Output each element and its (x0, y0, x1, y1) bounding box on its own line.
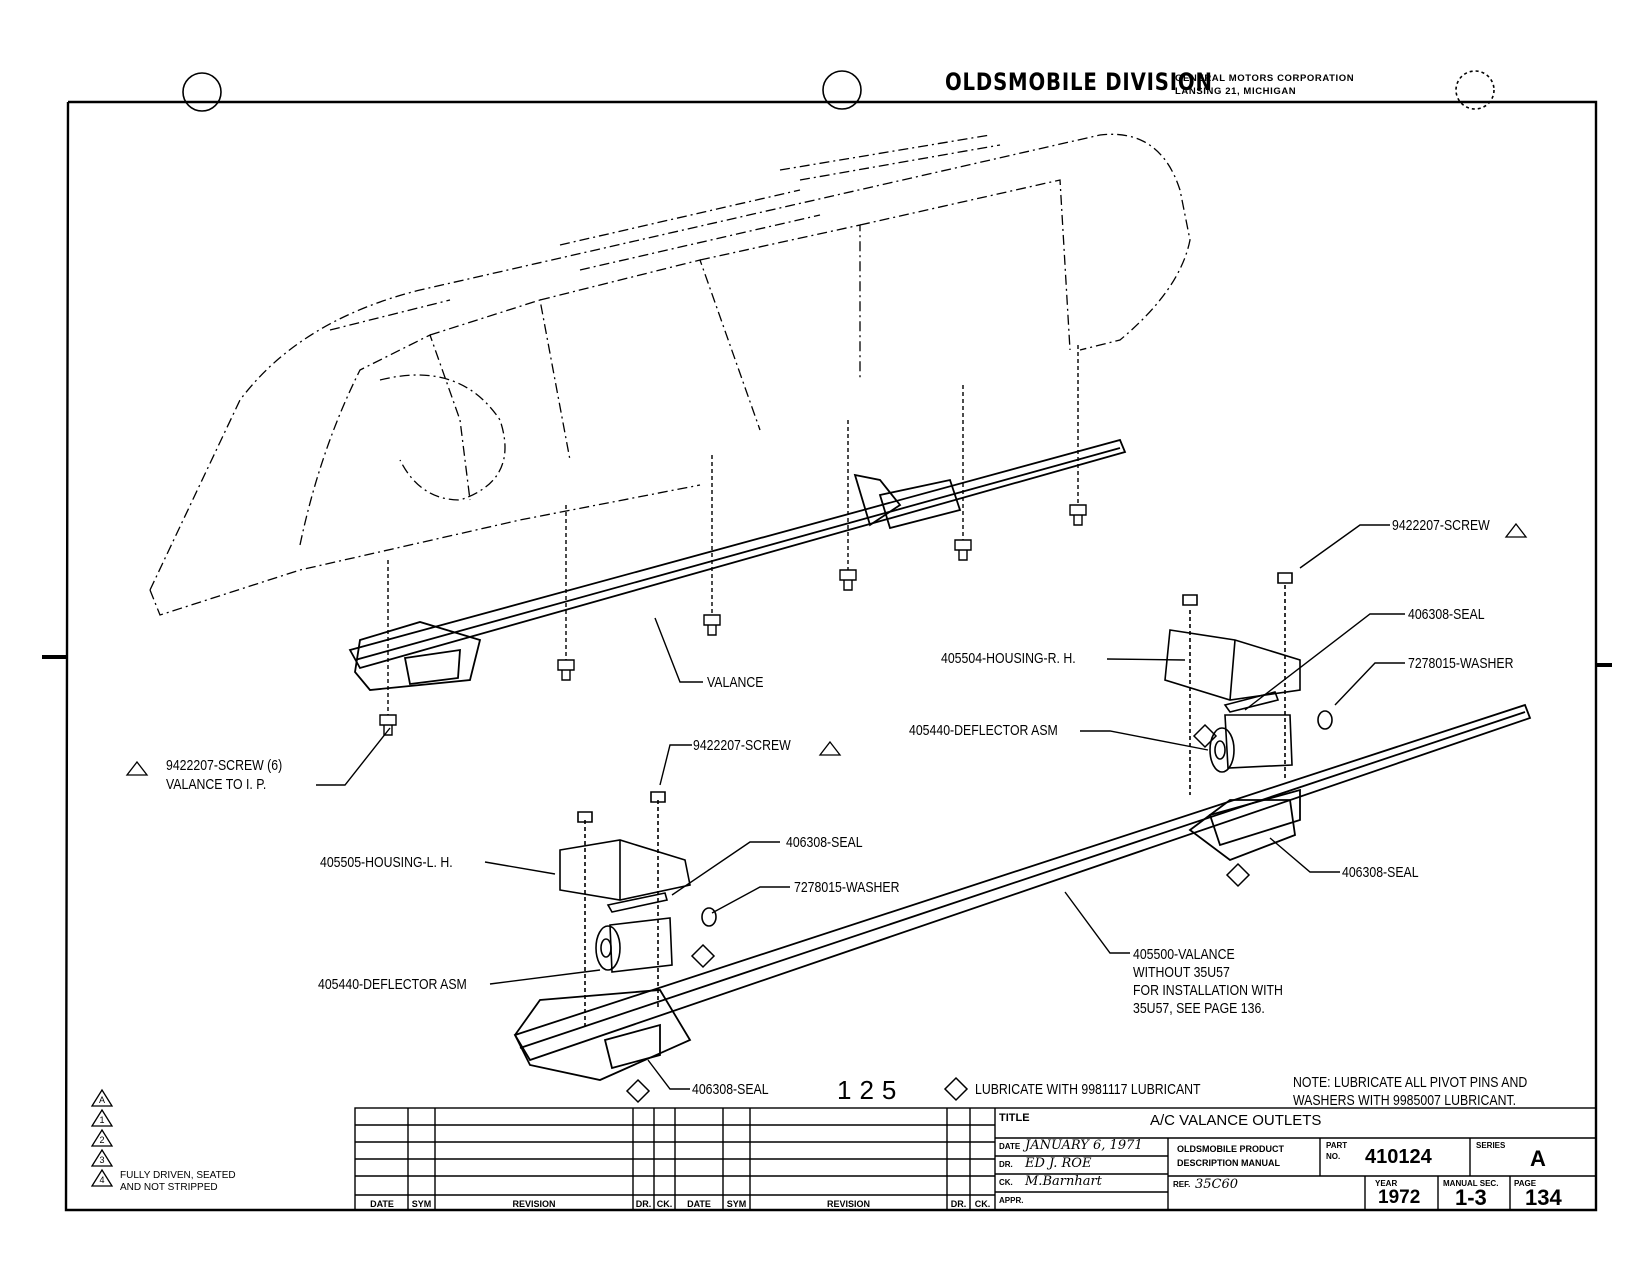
rev-col-sym-1: SYM (411, 1199, 432, 1209)
corporation-address: LANSING 21, MICHIGAN (1175, 86, 1297, 97)
drawing-date: JANUARY 6, 1971 (1025, 1138, 1143, 1153)
legend-text-line2: AND NOT STRIPPED (120, 1182, 218, 1193)
rh-housing-group (1164, 572, 1333, 795)
date-label: DATE (999, 1142, 1021, 1151)
callout-washer-right: 7278015-WASHER (1408, 655, 1514, 672)
rev-col-revision-2: REVISION (826, 1199, 870, 1209)
reference-label: REF. (1173, 1180, 1191, 1189)
legend-triangles: A 1 2 3 4 (90, 1088, 114, 1187)
lubricate-note: LUBRICATE WITH 9981117 LUBRICANT (975, 1081, 1201, 1098)
approved-label: APPR. (999, 1196, 1024, 1205)
punch-hole-left (182, 72, 222, 112)
manual-name-line2: DESCRIPTION MANUAL (1177, 1158, 1280, 1168)
callout-screw-six: 9422207-SCREW (6) (166, 757, 283, 774)
upper-valance (348, 438, 1127, 691)
callout-deflector-left: 405440-DEFLECTOR ASM (318, 976, 467, 993)
upper-screws (379, 345, 1087, 736)
legend-symbol: 2 (99, 1135, 104, 1145)
rev-col-ck-2: CK. (974, 1199, 991, 1209)
callout-seal-right-bottom: 406308-SEAL (1342, 864, 1419, 881)
rev-col-revision-1: REVISION (512, 1199, 556, 1209)
division-title: OLDSMOBILE DIVISION (945, 68, 1213, 96)
legend-symbol: 3 (99, 1155, 104, 1165)
legend-symbol: A (99, 1095, 105, 1105)
lower-valance (513, 703, 1532, 1081)
year-label: YEAR (1375, 1179, 1398, 1188)
punch-hole-right (1455, 70, 1495, 110)
legend-symbol: 4 (99, 1175, 104, 1185)
rev-col-date-2: DATE (687, 1199, 711, 1209)
callout-screw-six-note: VALANCE TO I. P. (166, 776, 267, 793)
corporation-name: GENERAL MOTORS CORPORATION (1175, 73, 1355, 84)
year-value: 1972 (1378, 1187, 1421, 1208)
punch-hole-center (822, 70, 862, 110)
general-note-line2: WASHERS WITH 9985007 LUBRICANT. (1293, 1092, 1517, 1109)
legend-text-line1: FULLY DRIVEN, SEATED (120, 1170, 236, 1181)
page-reference-number: 125 (837, 1075, 905, 1105)
callout-screw-mid: 9422207-SCREW (693, 737, 791, 754)
leader-lines (316, 524, 1405, 1090)
title-label: TITLE (999, 1112, 1030, 1124)
checked-by-label: CK. (999, 1178, 1013, 1187)
rev-col-dr-2: DR. (950, 1199, 967, 1209)
checked-by: M.Barnhart (1025, 1174, 1102, 1189)
title-block-grid (354, 1107, 1597, 1211)
manual-section-value: 1-3 (1455, 1185, 1487, 1210)
callout-valance: VALANCE (707, 674, 764, 691)
rev-col-dr-1: DR. (635, 1199, 652, 1209)
drawing-title: A/C VALANCE OUTLETS (1150, 1112, 1322, 1129)
callout-valance-part-note3: 35U57, SEE PAGE 136. (1133, 1000, 1265, 1017)
callout-seal-top-right: 406308-SEAL (1408, 606, 1485, 623)
part-no-label: NO. (1326, 1152, 1341, 1161)
rev-col-date-1: DATE (370, 1199, 394, 1209)
legend-symbol: 1 (99, 1115, 104, 1125)
drawing-border (64, 100, 1598, 1212)
callout-valance-part-note1: WITHOUT 35U57 (1133, 964, 1230, 981)
callout-screw-top-right: 9422207-SCREW (1392, 517, 1490, 534)
callout-valance-part-note2: FOR INSTALLATION WITH (1133, 982, 1283, 999)
part-label: PART (1326, 1141, 1348, 1150)
callout-valance-part: 405500-VALANCE (1133, 946, 1235, 963)
series-label: SERIES (1476, 1141, 1506, 1150)
general-note-line1: NOTE: LUBRICATE ALL PIVOT PINS AND (1293, 1074, 1528, 1091)
corporation-block: GENERAL MOTORS CORPORATION LANSING 21, M… (1175, 72, 1354, 98)
part-number: 410124 (1365, 1146, 1432, 1168)
callout-housing-rh: 405504-HOUSING-R. H. (941, 650, 1076, 667)
instrument-panel (149, 133, 1191, 616)
rev-col-sym-2: SYM (726, 1199, 747, 1209)
manual-section-label: MANUAL SEC. (1443, 1179, 1499, 1188)
callout-housing-lh: 405505-HOUSING-L. H. (320, 854, 453, 871)
reference-value: 35C60 (1195, 1177, 1239, 1192)
series-value: A (1530, 1146, 1546, 1171)
lubrication-markers (625, 723, 1251, 1104)
callout-deflector-right: 405440-DEFLECTOR ASM (909, 722, 1058, 739)
page-number: 134 (1525, 1185, 1562, 1210)
callout-washer-left: 7278015-WASHER (794, 879, 900, 896)
callout-seal-left-top: 406308-SEAL (786, 834, 863, 851)
drawn-by-label: DR. (999, 1160, 1013, 1169)
rev-col-ck-1: CK. (656, 1199, 673, 1209)
callout-seal-bottom-left: 406308-SEAL (692, 1081, 769, 1098)
triangle-callouts (125, 522, 1528, 776)
lh-housing-group (559, 791, 717, 1030)
page-label: PAGE (1514, 1179, 1537, 1188)
drawn-by: ED J. ROE (1025, 1156, 1092, 1171)
manual-name-line1: OLDSMOBILE PRODUCT (1177, 1144, 1284, 1154)
